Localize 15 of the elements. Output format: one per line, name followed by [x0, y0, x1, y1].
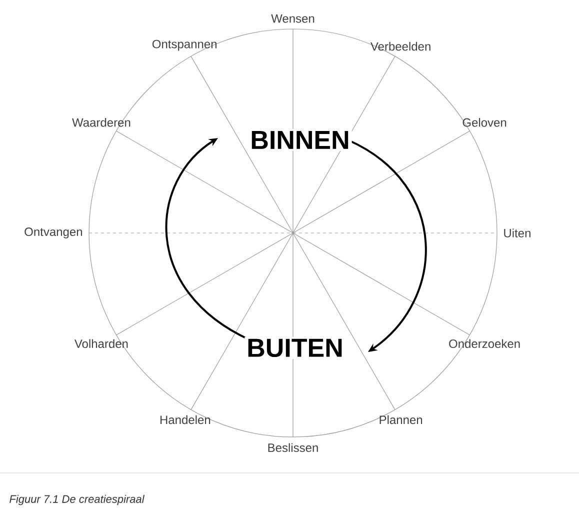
ring-label: Plannen — [380, 415, 422, 424]
figure-caption: Figuur 7.1 De creatiespiraal — [10, 494, 145, 506]
ring-label: Wensen — [271, 14, 314, 23]
ring-label: Handelen — [160, 415, 210, 424]
region-label: BINNEN — [248, 129, 352, 151]
ring-label: Volharden — [74, 339, 128, 348]
ring-label: Beslissen — [268, 443, 318, 452]
ring-label: Waarderen — [72, 118, 130, 127]
ring-label: Uiten — [504, 228, 530, 238]
ring-label: Geloven — [462, 118, 506, 127]
region-label: BUITEN — [244, 336, 346, 360]
ring-label: Ontvangen — [24, 228, 82, 238]
ring-label: Verbeelden — [370, 42, 430, 51]
ring-label: Ontspannen — [152, 40, 216, 51]
ring-label: Onderzoeken — [449, 339, 520, 348]
